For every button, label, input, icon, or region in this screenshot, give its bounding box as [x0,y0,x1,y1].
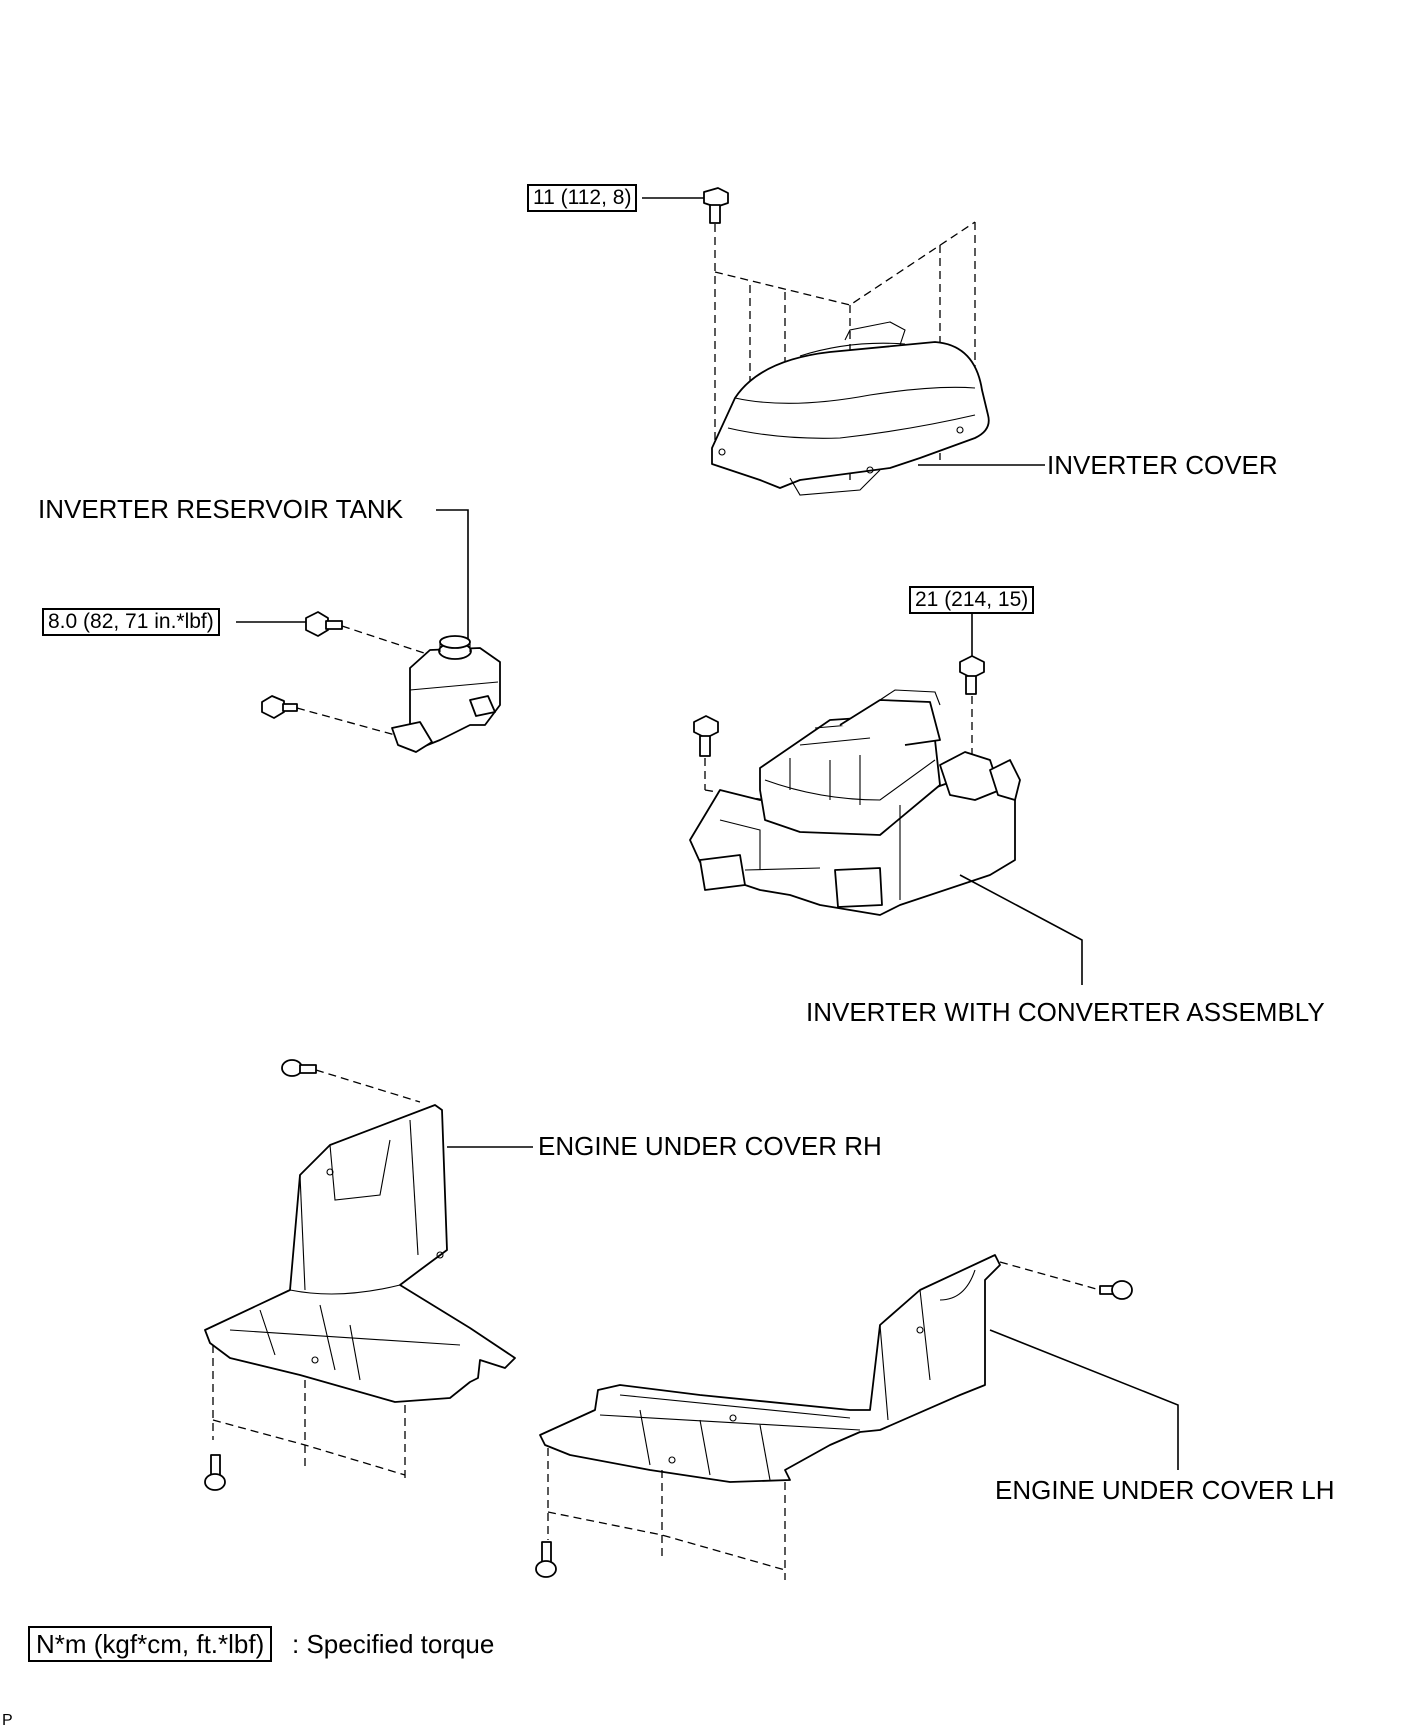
inverter-assembly-part [689,612,1083,985]
inverter-cover-torque: 11 (112, 8) [527,184,638,212]
reservoir-tank-torque: 8.0 (82, 71 in.*lbf) [42,608,220,636]
inverter-assembly-left-bolt [693,715,719,757]
under-cover-rh-bottom-bolt [204,1454,226,1491]
corner-mark: P [2,1712,13,1729]
under-cover-lh-bottom-bolt [535,1541,557,1578]
inverter-cover-label: INVERTER COVER [1047,450,1278,480]
reservoir-lower-bolt [261,695,298,719]
under-cover-lh-label: ENGINE UNDER COVER LH [995,1475,1335,1505]
inverter-cover-bolt [703,187,729,224]
inverter-assembly-torque: 21 (214, 15) [909,586,1035,614]
torque-legend-box: N*m (kgf*cm, ft.*lbf) [28,1626,273,1662]
reservoir-tank-label: INVERTER RESERVOIR TANK [38,494,404,524]
under-cover-rh-label: ENGINE UNDER COVER RH [538,1131,882,1161]
under-cover-rh-top-bolt [281,1059,317,1077]
under-cover-lh-part [535,1254,1179,1580]
reservoir-upper-bolt [305,611,343,637]
inverter-cover-part [642,187,1045,496]
torque-legend-text: : Specified torque [292,1629,495,1659]
inverter-assembly-label: INVERTER WITH CONVERTER ASSEMBLY [806,997,1325,1027]
reservoir-tank-part [236,509,501,753]
under-cover-lh-right-bolt [1099,1280,1133,1300]
inverter-assembly-right-bolt [959,655,985,695]
under-cover-rh-part [204,1059,533,1491]
